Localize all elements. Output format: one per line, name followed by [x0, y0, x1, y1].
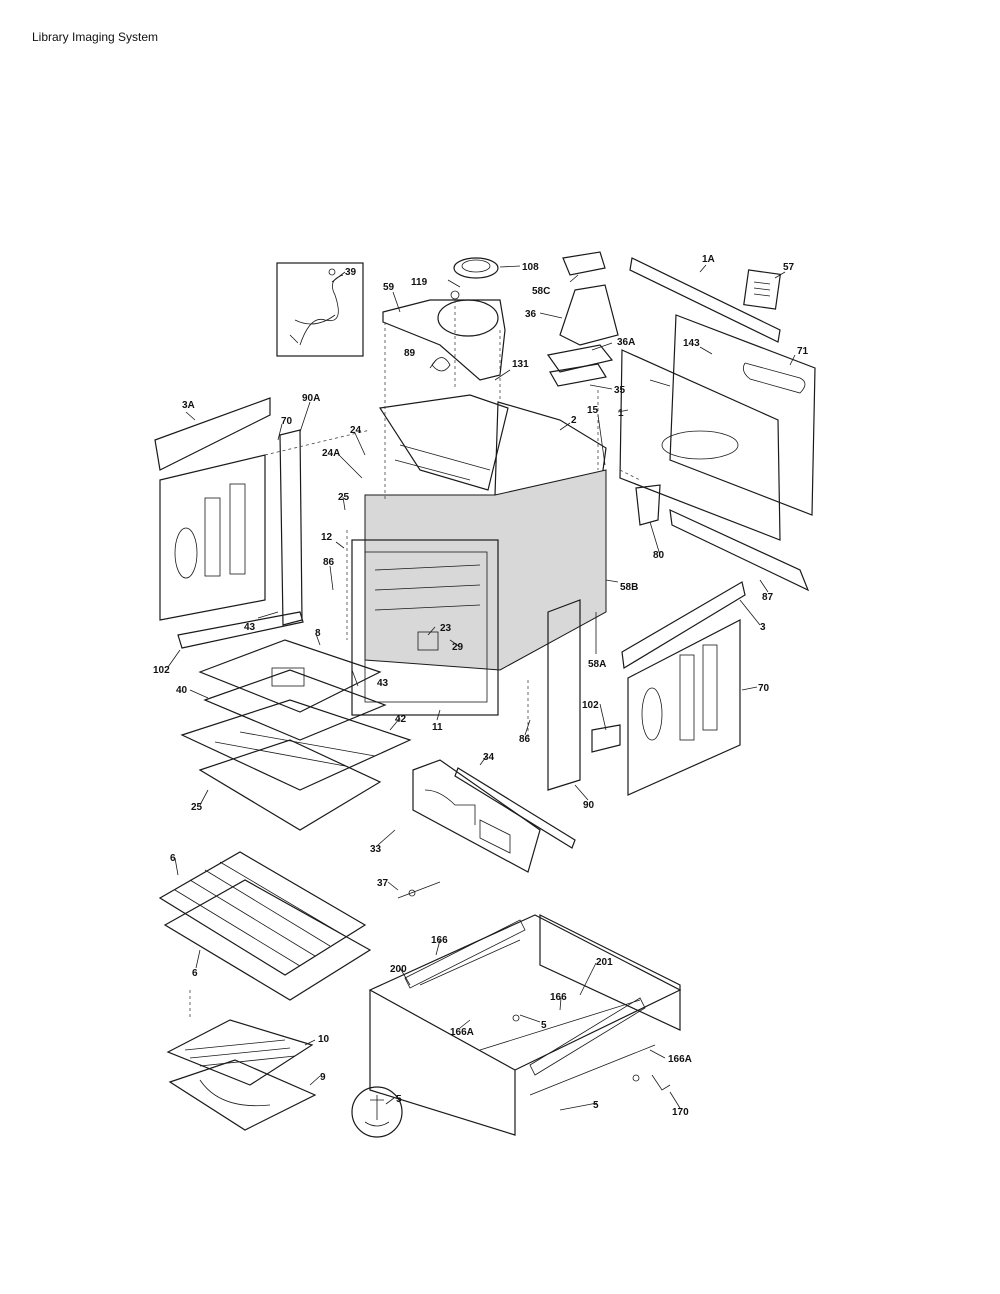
- callout-119: 119: [411, 277, 428, 288]
- callout-200: 200: [390, 964, 407, 975]
- callout-6-upper: 6: [170, 853, 176, 864]
- callout-86-right: 86: [519, 734, 531, 745]
- callout-37: 37: [377, 878, 389, 889]
- callout-1: 1: [618, 408, 624, 419]
- callout-131: 131: [512, 359, 529, 370]
- callout-35: 35: [614, 385, 626, 396]
- callout-58B: 58B: [620, 582, 638, 593]
- lower-left-strip: [177, 611, 304, 649]
- callout-43-right: 43: [377, 678, 389, 689]
- callout-102-right: 102: [582, 700, 599, 711]
- callout-36A: 36A: [617, 337, 635, 348]
- callout-9: 9: [320, 1072, 326, 1083]
- callout-labels: 108 119 58C 39 59 36 36A 35 89 131 1A 57…: [153, 254, 809, 1118]
- callout-25-lower: 25: [191, 802, 203, 813]
- page-header: Library Imaging System: [32, 30, 159, 44]
- callout-90: 90: [583, 800, 595, 811]
- callout-43-left: 43: [244, 622, 256, 633]
- power-cord-inset: [276, 262, 364, 357]
- callout-58A: 58A: [588, 659, 606, 670]
- callout-11: 11: [432, 722, 443, 733]
- left-side-panel: [154, 397, 271, 621]
- right-trim-strip: [547, 599, 621, 791]
- callout-2: 2: [571, 415, 577, 426]
- callout-29: 29: [452, 642, 464, 653]
- callout-57: 57: [783, 262, 795, 273]
- callout-24: 24: [350, 425, 362, 436]
- callout-5-inset: 5: [396, 1094, 402, 1105]
- oven-top-panel: [378, 394, 607, 496]
- callout-59: 59: [383, 282, 395, 293]
- callout-39: 39: [345, 267, 357, 278]
- bracket-and-strip: [635, 484, 810, 592]
- convection-fan-assembly: [382, 257, 506, 381]
- callout-102-left: 102: [153, 665, 170, 676]
- callout-166A-right: 166A: [668, 1054, 692, 1065]
- callout-87: 87: [762, 592, 774, 603]
- oven-bottom-tray: [180, 639, 412, 831]
- callout-170: 170: [672, 1107, 689, 1118]
- callout-5-lower: 5: [593, 1100, 599, 1111]
- callout-33: 33: [370, 844, 382, 855]
- callout-5-middle: 5: [541, 1020, 547, 1031]
- callout-1A: 1A: [702, 254, 715, 265]
- alignment-lines: [189, 300, 641, 1020]
- callout-3: 3: [760, 622, 766, 633]
- callout-25-upper: 25: [338, 492, 350, 503]
- storage-drawer-frame: [368, 914, 682, 1136]
- callout-10: 10: [318, 1034, 330, 1045]
- callout-12: 12: [321, 532, 333, 543]
- hinge-screw: [397, 881, 441, 899]
- oven-racks: [158, 851, 372, 1001]
- broiler-pan: [166, 1019, 317, 1131]
- callout-166-upper: 166: [431, 935, 448, 946]
- callout-71: 71: [797, 346, 809, 357]
- callout-89: 89: [404, 348, 416, 359]
- callout-58C: 58C: [532, 286, 550, 297]
- callout-40: 40: [176, 685, 188, 696]
- callout-3A: 3A: [182, 400, 195, 411]
- callout-86-left: 86: [323, 557, 335, 568]
- callout-36: 36: [525, 309, 537, 320]
- vent-duct-assembly: [546, 251, 619, 387]
- leader-lines: [167, 264, 796, 1111]
- callout-201: 201: [596, 957, 613, 968]
- callout-24A: 24A: [322, 448, 340, 459]
- callout-108: 108: [522, 262, 539, 273]
- callout-70-left: 70: [281, 416, 293, 427]
- callout-166A-left: 166A: [450, 1027, 474, 1038]
- callout-23: 23: [440, 623, 452, 634]
- leveling-leg-inset: [351, 1086, 403, 1138]
- back-panel: [619, 314, 816, 541]
- callout-42: 42: [395, 714, 407, 725]
- callout-90A: 90A: [302, 393, 320, 404]
- callout-34: 34: [483, 752, 495, 763]
- callout-166-middle: 166: [550, 992, 567, 1003]
- oven-cavity: [351, 469, 607, 716]
- callout-8: 8: [315, 628, 321, 639]
- callout-15: 15: [587, 405, 599, 416]
- top-rail-and-grille: [629, 257, 782, 343]
- callout-80: 80: [653, 550, 665, 561]
- right-side-panel: [621, 581, 746, 796]
- drawer-front-panel: [412, 759, 576, 873]
- callout-6-lower: 6: [192, 968, 198, 979]
- left-trim-strip: [279, 429, 303, 626]
- callout-70-right: 70: [758, 683, 770, 694]
- callout-143: 143: [683, 338, 700, 349]
